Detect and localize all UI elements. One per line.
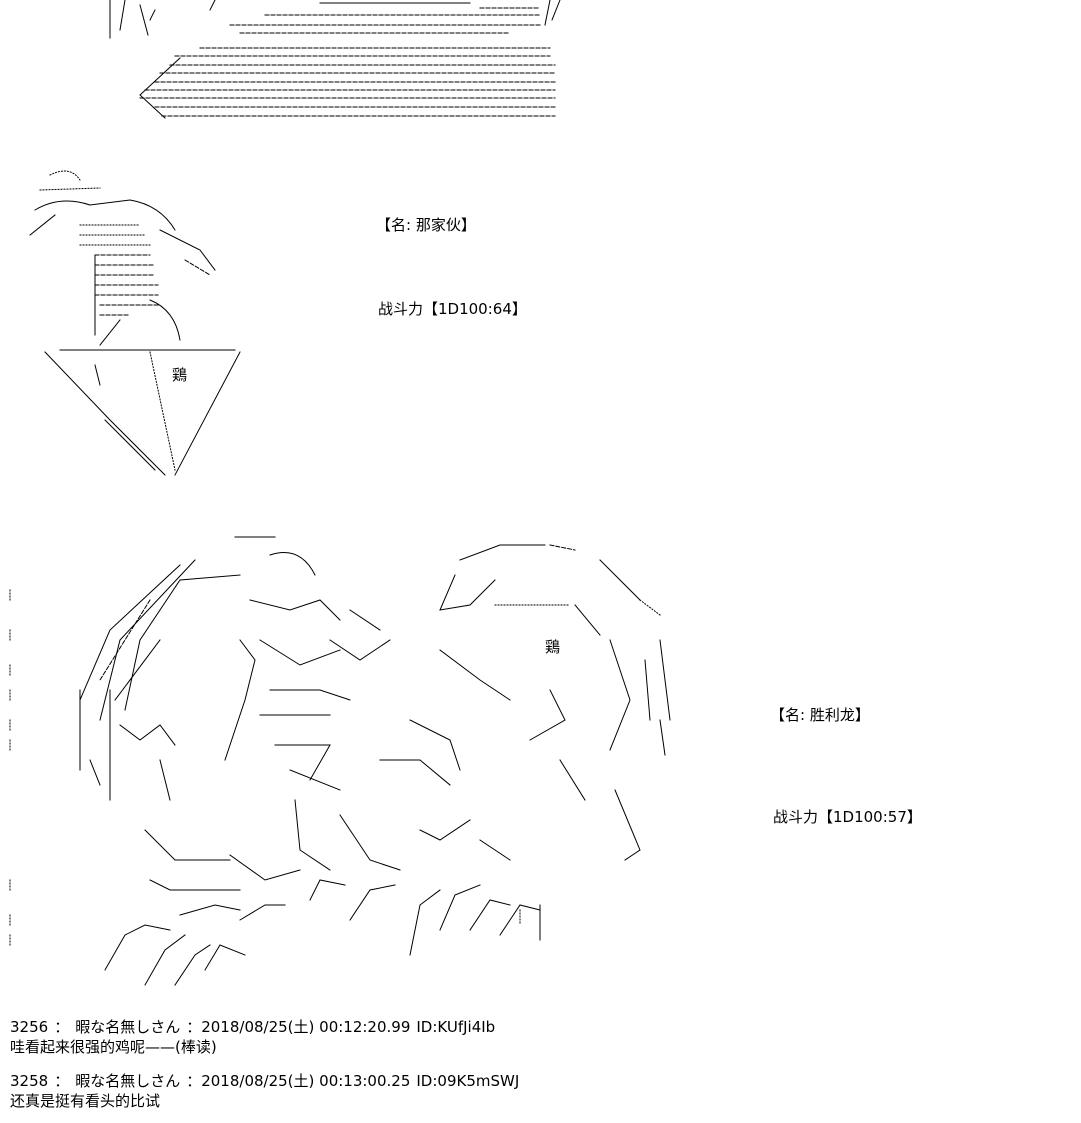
- post-date: ：2018/08/25(土) 00:13:00.25: [186, 1072, 411, 1090]
- post-number: 3256: [10, 1018, 49, 1036]
- post-body: 还真是挺有看头的比试: [10, 1092, 161, 1110]
- post-separator: ：: [54, 1018, 70, 1036]
- post-author: 暇な名無しさん: [75, 1018, 181, 1036]
- post-author: 暇な名無しさん: [75, 1072, 181, 1090]
- post-body: 哇看起来很强的鸡呢——(棒读): [10, 1038, 217, 1056]
- post-separator: ：: [54, 1072, 70, 1090]
- art-glyph-2: 鶏: [545, 638, 561, 656]
- top-speed-lines-art: [109, 0, 561, 119]
- post-header: 3256 ： 暇な名無しさん ：2018/08/25(土) 00:12:20.99 ID…: [10, 1018, 501, 1036]
- post-id: ID:09K5mSWJ: [416, 1072, 520, 1090]
- character-1-power-label: 战斗力【1D100:64】: [378, 300, 527, 318]
- post-id: ID:KUfJi4Ib: [416, 1018, 496, 1036]
- post-date: ：2018/08/25(土) 00:12:20.99: [186, 1018, 411, 1036]
- character-2-power-label: 战斗力【1D100:57】: [773, 808, 922, 826]
- post-header: 3258 ： 暇な名無しさん ：2018/08/25(土) 00:13:00.25 ID…: [10, 1072, 525, 1090]
- character-2-name-label: 【名: 胜利龙】: [770, 706, 870, 724]
- art-glyph-1: 鶏: [172, 366, 188, 384]
- character-1-name-label: 【名: 那家伙】: [376, 216, 476, 234]
- post-number: 3258: [10, 1072, 49, 1090]
- character-1-art: [29, 170, 241, 476]
- character-2-art: [9, 536, 671, 986]
